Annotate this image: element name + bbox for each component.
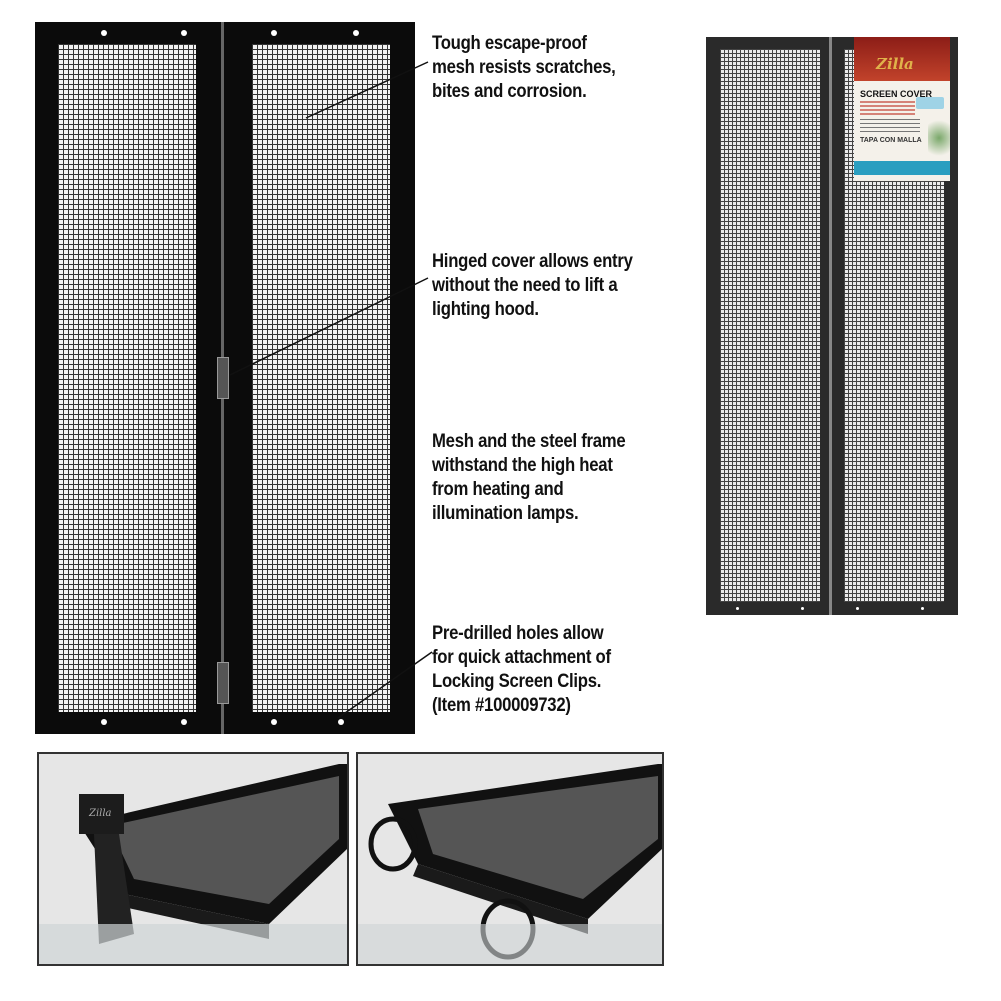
callout-line: from heating and xyxy=(432,479,564,500)
callout-line: for quick attachment of xyxy=(432,647,611,668)
leader-line xyxy=(305,61,429,119)
photo-locking-clip: Zilla xyxy=(37,752,349,966)
mounting-hole xyxy=(801,607,804,610)
screen-clip-illustration xyxy=(358,754,662,964)
zilla-logo: Zilla xyxy=(876,55,914,73)
label-band xyxy=(854,161,950,175)
label-plant-art xyxy=(928,115,950,161)
leader-line xyxy=(229,277,429,376)
label-fine-print xyxy=(860,119,920,133)
mounting-hole xyxy=(101,719,107,725)
label-header xyxy=(854,37,950,81)
svg-text:Zilla: Zilla xyxy=(88,808,112,819)
callout-line: without the need to lift a xyxy=(432,275,618,296)
callout-holes: Pre-drilled holes allow for quick attach… xyxy=(432,622,611,718)
callout-line: withstand the high heat xyxy=(432,455,613,476)
right-panel xyxy=(224,22,415,734)
callout-mesh: Tough escape-proof mesh resists scratche… xyxy=(432,32,616,104)
callout-line: mesh resists scratches, xyxy=(432,57,616,78)
screen-cover-product xyxy=(35,22,415,734)
callout-hinge: Hinged cover allows entry without the ne… xyxy=(432,250,633,322)
label-title: SCREEN COVER xyxy=(860,89,933,99)
pkg-hinge-line xyxy=(829,37,832,615)
package-label: Zilla SCREEN COVER TAPA CON MALLA xyxy=(854,37,950,181)
left-mesh xyxy=(58,44,196,712)
callout-line: illumination lamps. xyxy=(432,503,579,524)
mounting-hole xyxy=(736,607,739,610)
mounting-hole xyxy=(101,30,107,36)
callout-line: lighting hood. xyxy=(432,299,539,320)
label-red-text xyxy=(860,101,915,115)
clip-illustration: Zilla xyxy=(39,754,347,964)
callout-line: Hinged cover allows entry xyxy=(432,251,633,272)
callout-line: bites and corrosion. xyxy=(432,81,587,102)
mounting-hole xyxy=(181,30,187,36)
leader-line xyxy=(337,651,433,719)
hinge-icon xyxy=(217,357,229,399)
callout-line: Tough escape-proof xyxy=(432,33,587,54)
callout-heat: Mesh and the steel frame withstand the h… xyxy=(432,430,626,526)
callout-line: Pre-drilled holes allow xyxy=(432,623,604,644)
mounting-hole xyxy=(338,719,344,725)
mounting-hole xyxy=(856,607,859,610)
label-subtitle: TAPA CON MALLA xyxy=(860,137,922,144)
mounting-hole xyxy=(353,30,359,36)
label-blue-badge xyxy=(916,97,944,109)
mounting-hole xyxy=(271,30,277,36)
callout-line: (Item #100009732) xyxy=(432,695,571,716)
callout-line: Mesh and the steel frame xyxy=(432,431,626,452)
mounting-hole xyxy=(921,607,924,610)
callout-line: Locking Screen Clips. xyxy=(432,671,602,692)
pkg-left-mesh xyxy=(720,49,820,602)
photo-screen-clip xyxy=(356,752,664,966)
hinge-icon xyxy=(217,662,229,704)
mounting-hole xyxy=(271,719,277,725)
mounting-hole xyxy=(181,719,187,725)
left-panel xyxy=(35,22,221,734)
right-mesh xyxy=(252,44,390,712)
packaged-screen-cover: Zilla SCREEN COVER TAPA CON MALLA xyxy=(706,37,958,615)
